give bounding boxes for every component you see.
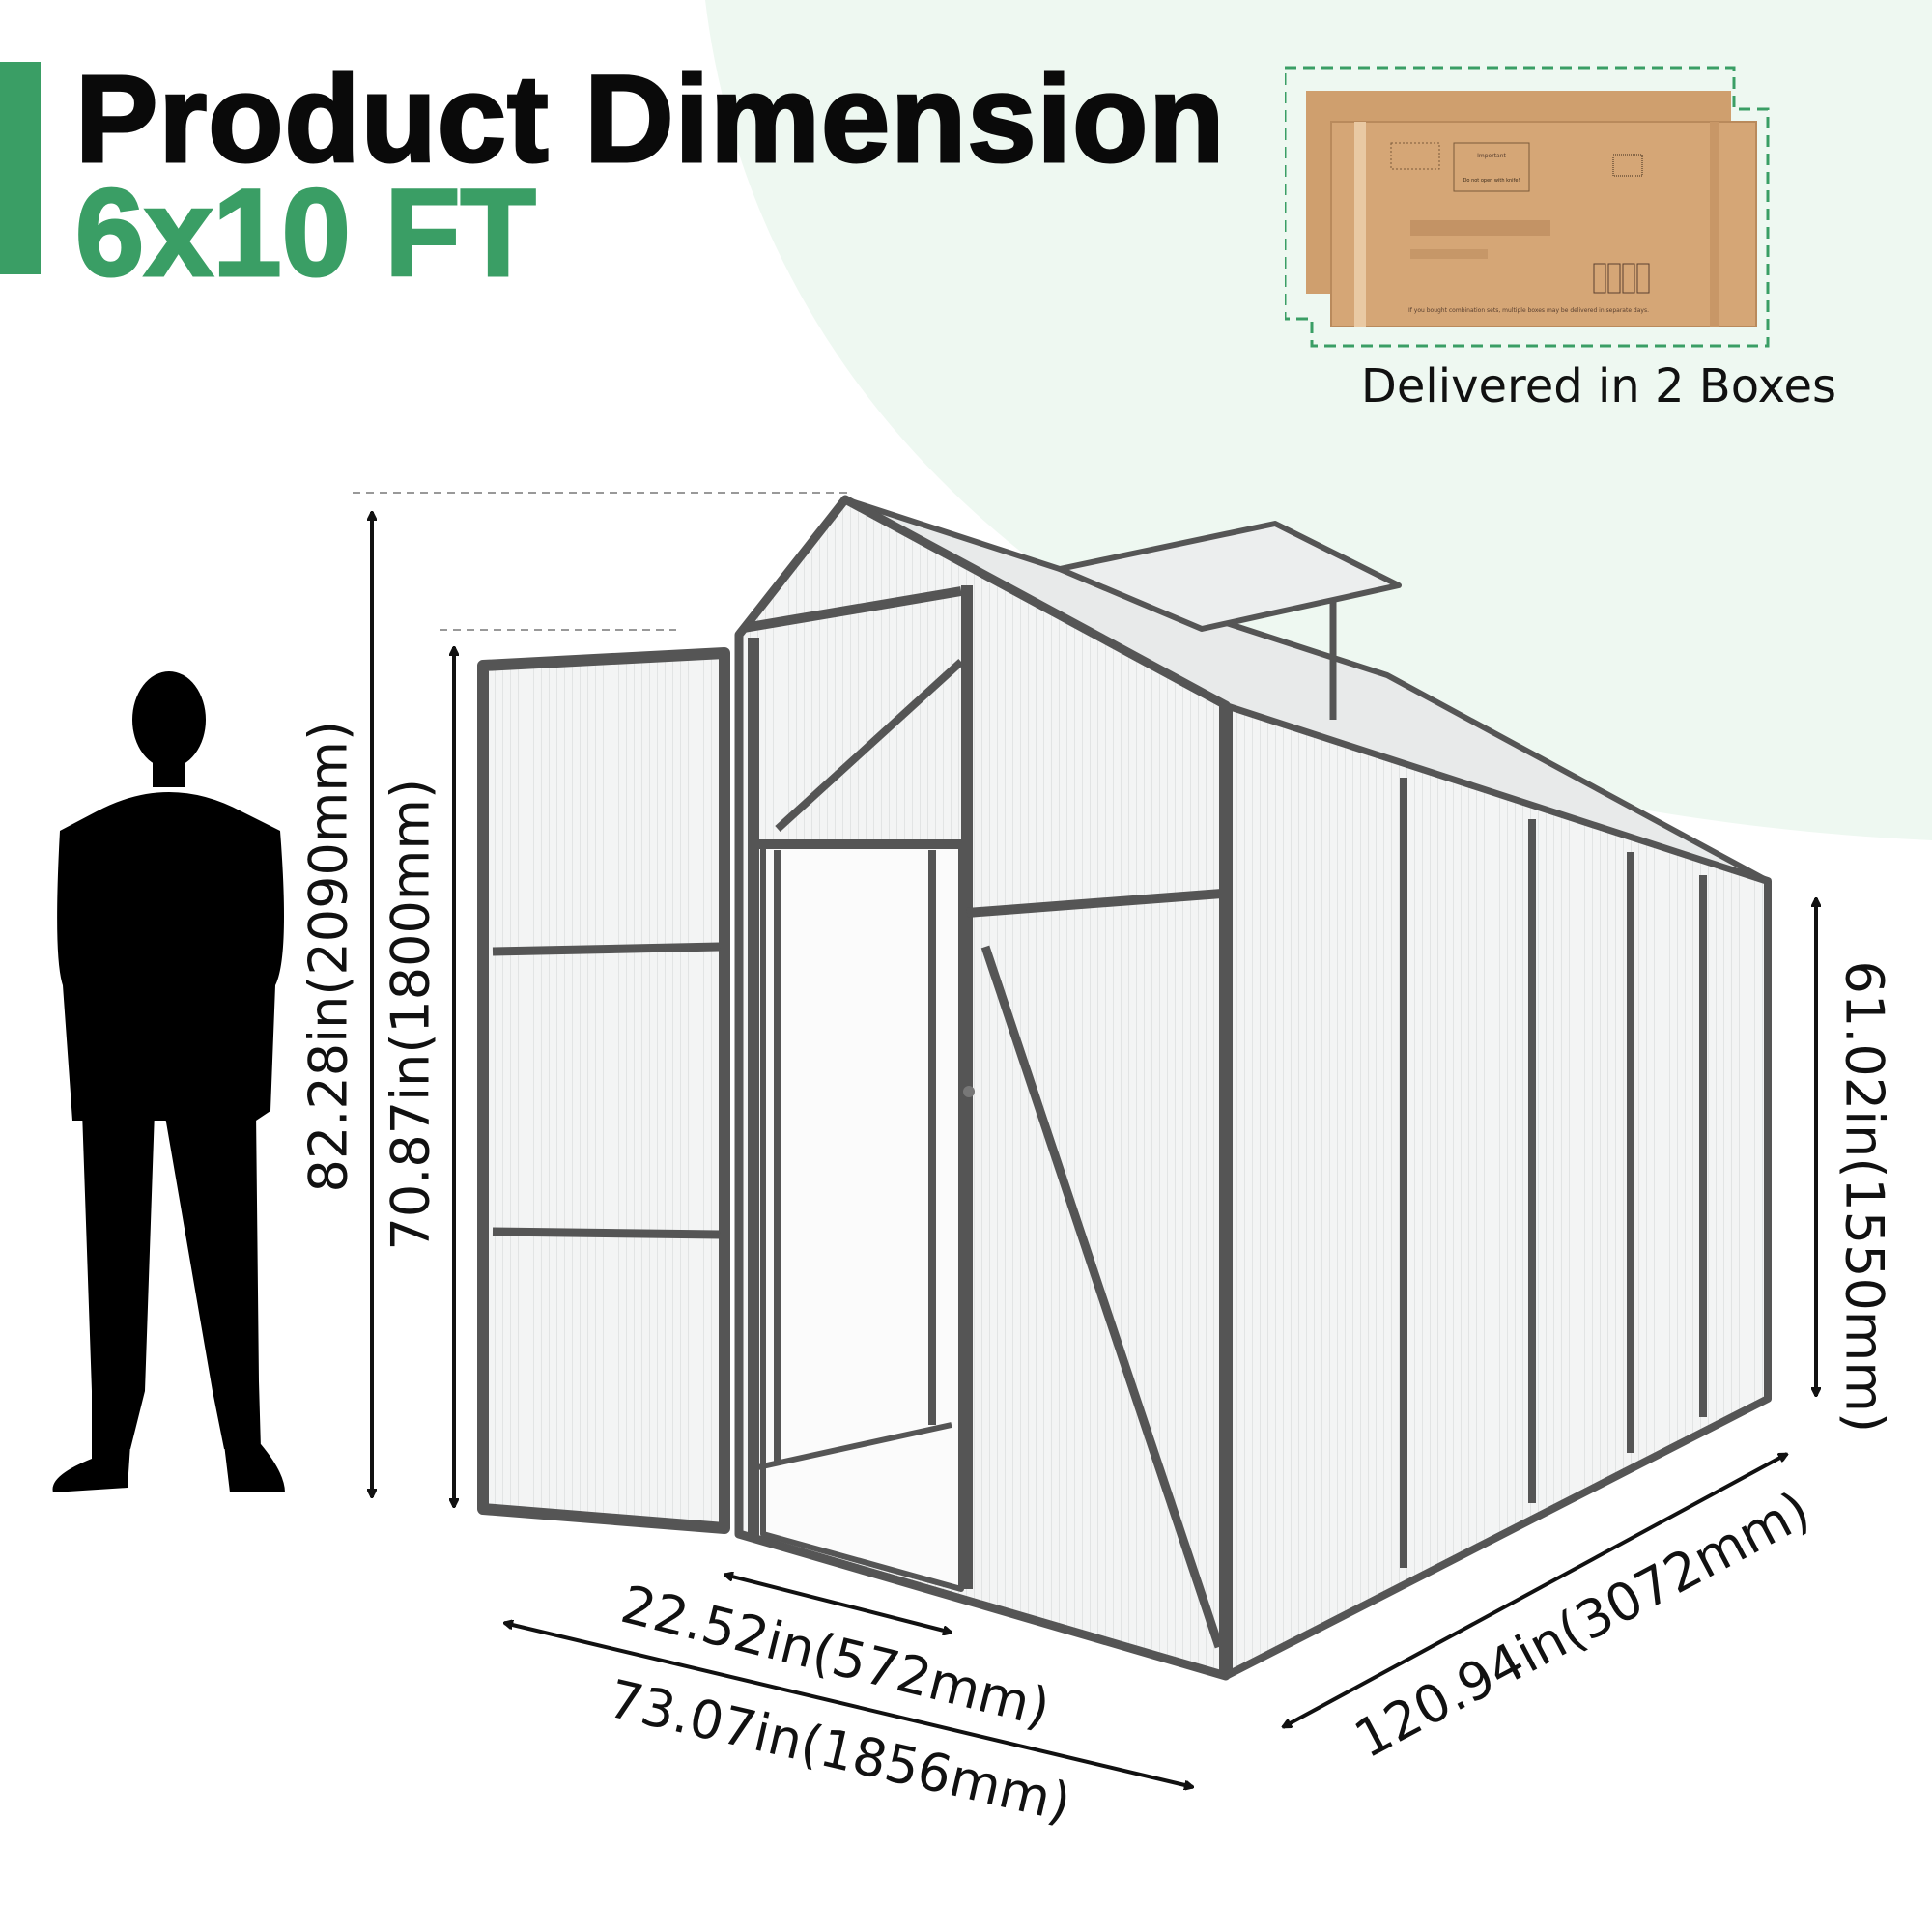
page-title: Product Dimension xyxy=(73,49,1226,190)
accent-bar xyxy=(0,62,41,274)
person-silhouette xyxy=(52,671,285,1492)
width-arrow xyxy=(504,1623,1193,1787)
box-warning-label: Do not open with knife! xyxy=(1463,178,1520,184)
shipping-boxes-image: Important Do not open with knife! If you… xyxy=(1283,66,1893,355)
greenhouse xyxy=(477,495,1772,1681)
length-arrow xyxy=(1283,1452,1787,1729)
box-important-label: Important xyxy=(1477,153,1506,159)
side-height-label: 61.02in(1550mm) xyxy=(1833,960,1895,1434)
size-subtitle: 6x10 FT xyxy=(74,163,538,304)
box-footer-text: If you bought combination sets, multiple… xyxy=(1408,307,1649,314)
total-height-label: 82.28in(2090mm) xyxy=(298,720,359,1193)
door-height-label: 70.87in(1800mm) xyxy=(380,778,441,1251)
delivery-caption: Delivered in 2 Boxes xyxy=(1360,359,1837,413)
